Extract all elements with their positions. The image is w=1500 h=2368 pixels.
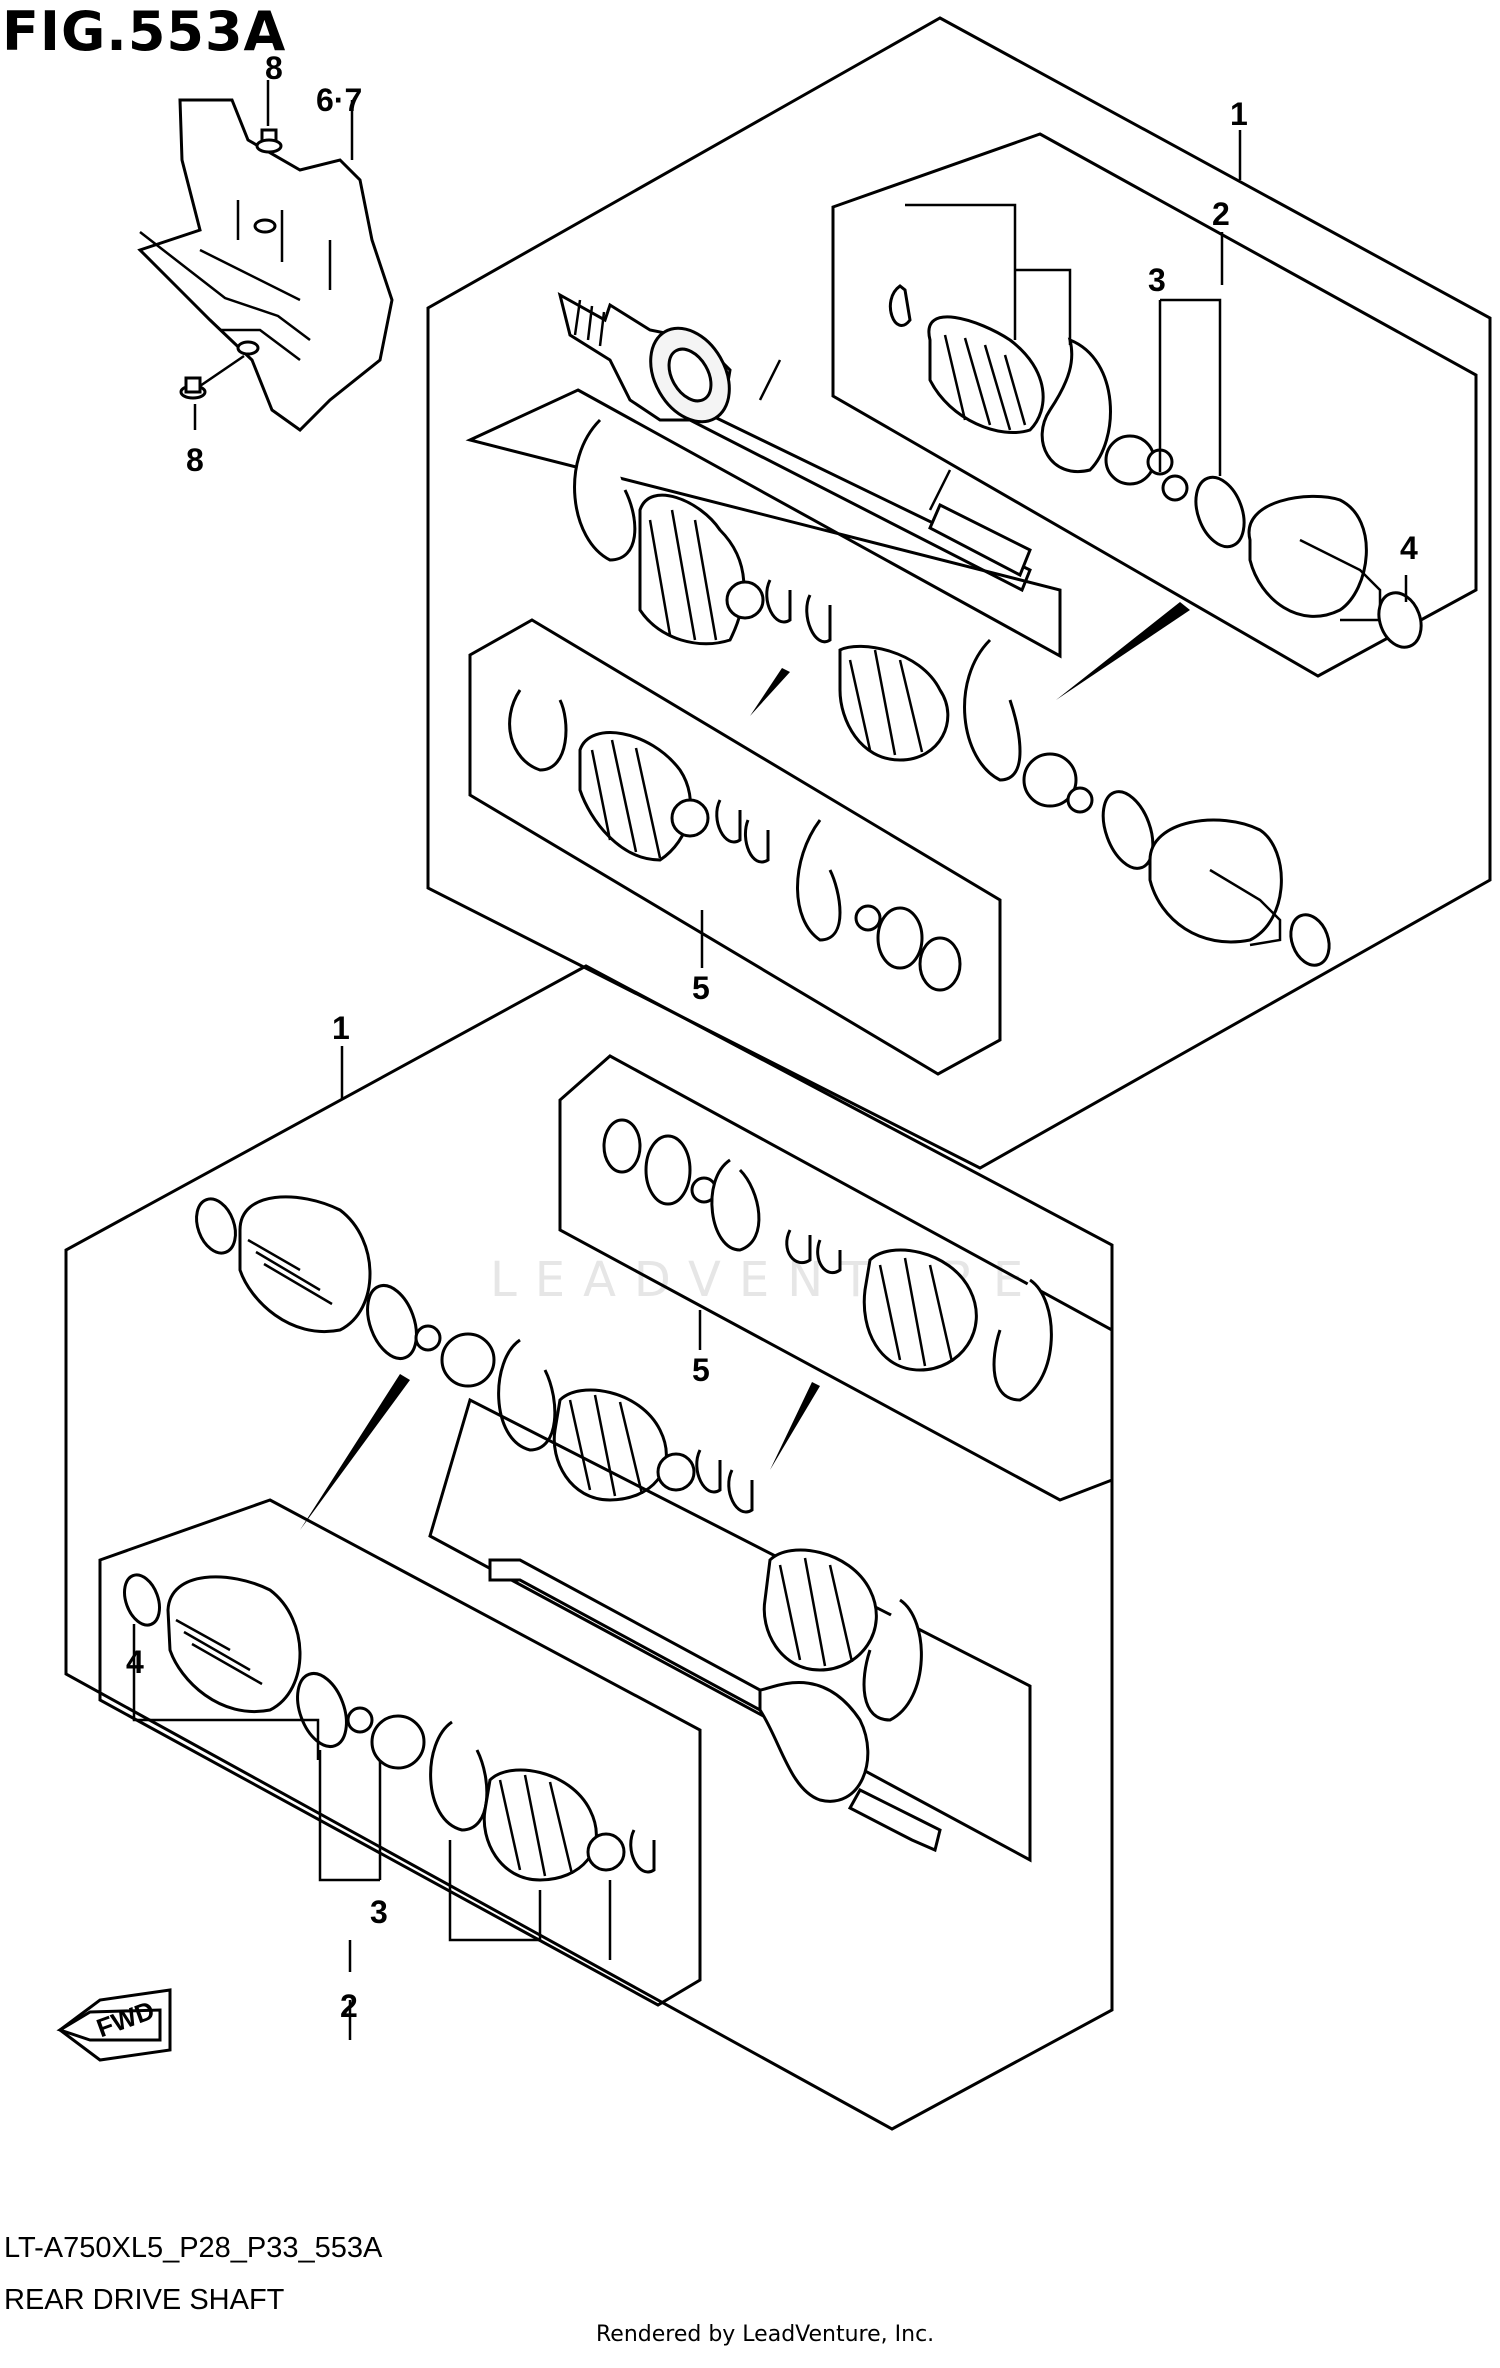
callout-upper-shaft-assy[interactable]: 1 [1230, 96, 1248, 132]
model-code: LT-A750XL5_P28_P33_553A [4, 2232, 383, 2264]
lower-arrow-wedge-left [300, 1374, 410, 1530]
lower-arrow-wedge-right [770, 1382, 820, 1470]
callout-guard-bolt-top[interactable]: 8 [265, 50, 283, 86]
upper-boot-kit-box-a [465, 388, 1062, 659]
callout-upper-boot-kit[interactable]: 5 [692, 970, 710, 1006]
lower-outer-joint-box [98, 1498, 702, 2007]
callout-lower-boot-kit[interactable]: 5 [692, 1352, 710, 1388]
lower-drive-shaft[interactable] [428, 1397, 1032, 1863]
lower-callout-leaders [132, 1624, 612, 2040]
rendered-by-credit: Rendered by LeadVenture, Inc. [596, 2322, 935, 2347]
guard-bolt-bottom[interactable] [179, 354, 245, 400]
upper-arrow-wedge-left [750, 668, 790, 716]
upper-boot-kit-box-b [468, 618, 1002, 1076]
lower-shaft-assembly-outline [64, 964, 1114, 2131]
callout-lower-shaft-assy[interactable]: 1 [332, 1010, 350, 1046]
lower-inner-joint-parts[interactable] [190, 1194, 754, 1514]
upper-outer-joint-parts[interactable] [889, 284, 1428, 653]
callout-guard-bolt-bottom[interactable]: 8 [186, 442, 204, 478]
callout-upper-outer-joint[interactable]: 2 [1212, 196, 1230, 232]
fwd-arrow-icon [56, 1988, 172, 2062]
upper-callout-leaders [905, 203, 1408, 602]
callout-upper-ring[interactable]: 4 [1400, 530, 1418, 566]
lower-boot-kit-parts[interactable] [602, 1118, 1053, 1402]
upper-outer-joint-box [831, 132, 1478, 678]
figure-title: FIG.553A [2, 0, 287, 63]
callout-lower-boot-set[interactable]: 3 [370, 1894, 388, 1930]
lower-boot-kit-box [558, 1054, 1114, 1502]
upper-inner-joint-parts[interactable] [1022, 752, 1336, 971]
guard-bolt-top[interactable] [255, 128, 283, 154]
figure-caption: REAR DRIVE SHAFT [4, 2284, 285, 2316]
lower-outer-joint-parts[interactable] [118, 1570, 656, 1882]
callout-upper-boot-set[interactable]: 3 [1148, 262, 1166, 298]
upper-drive-shaft[interactable] [557, 292, 1032, 593]
upper-shaft-assembly-outline [426, 16, 1492, 1170]
callout-guard[interactable]: 6·7 [316, 82, 363, 118]
upper-arrow-wedge-right [1056, 602, 1190, 700]
shaft-guard[interactable] [137, 98, 394, 432]
upper-boot-kit-parts[interactable] [508, 418, 1022, 992]
